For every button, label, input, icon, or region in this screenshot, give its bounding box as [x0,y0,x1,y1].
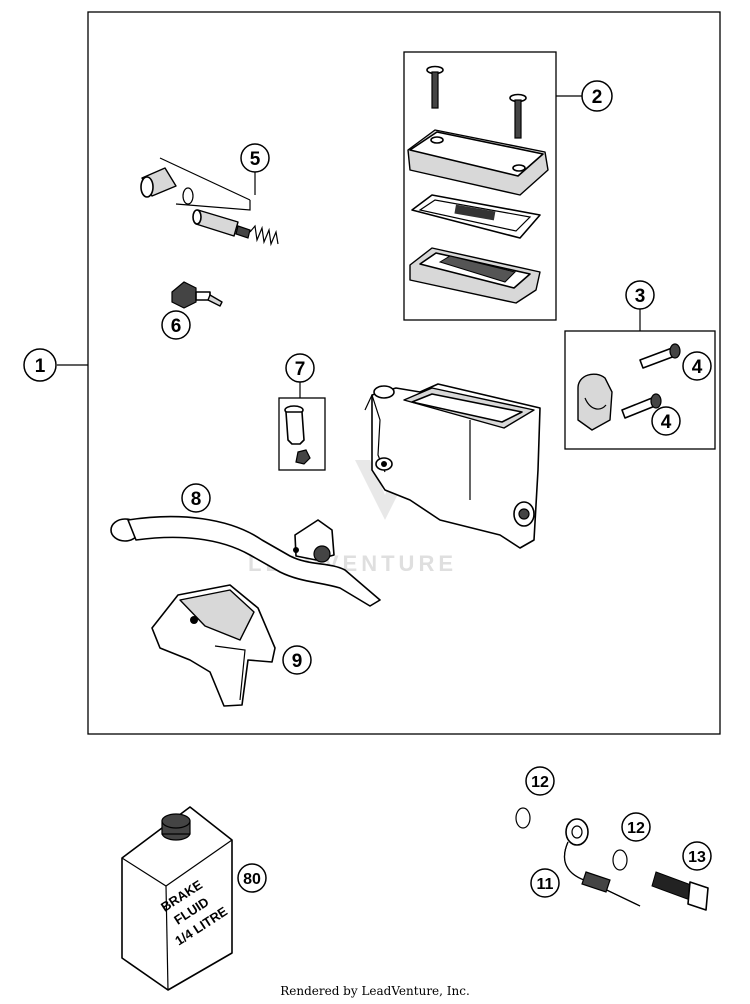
svg-text:7: 7 [295,359,306,380]
svg-text:1: 1 [35,356,46,377]
svg-text:2: 2 [592,87,603,108]
callout-9: 9 [282,645,312,675]
brake-fluid-bottle: BRAKE FLUID 1/4 LITRE [121,806,233,991]
svg-text:3: 3 [635,286,646,307]
brake-line-assembly [515,807,709,911]
callout-1: 1 [23,348,57,382]
callout-4-upper: 4 [682,351,712,381]
piston-kit [140,157,279,247]
handlebar-clamp [577,343,681,431]
svg-text:80: 80 [243,871,261,888]
reservoir-cover-kit [407,65,549,304]
bleed-screw [171,281,223,309]
callout-6: 6 [161,310,191,340]
svg-text:5: 5 [250,149,261,170]
callout-12-left: 12 [525,766,555,796]
reservoir-cover-kit-frame [403,51,557,321]
svg-text:6: 6 [171,316,182,337]
svg-text:4: 4 [661,412,672,433]
callout-3: 3 [625,280,655,310]
assembly-frame [87,11,721,735]
callout-12-right: 12 [621,812,651,842]
master-cylinder-body [364,383,541,549]
svg-text:9: 9 [292,651,303,672]
svg-text:4: 4 [692,357,703,378]
svg-text:13: 13 [688,849,706,866]
svg-text:8: 8 [191,489,202,510]
callout-5: 5 [240,143,270,173]
lever-guard [151,584,276,707]
callout-7: 7 [285,353,315,383]
brake-lever [110,515,381,607]
callout-8: 8 [181,483,211,513]
pivot-bolt [284,405,311,465]
callout-80: 80 [237,863,267,893]
svg-text:11: 11 [537,876,554,893]
svg-text:12: 12 [531,774,549,791]
footer-credit: Rendered by LeadVenture, Inc. [280,984,470,998]
pivot-bolt-kit-frame [278,397,326,471]
callout-4-lower: 4 [651,406,681,436]
callout-2: 2 [581,80,613,112]
svg-text:12: 12 [627,820,645,837]
leader-lines [57,95,641,398]
callout-13: 13 [682,841,712,871]
callout-11: 11 [530,868,560,898]
